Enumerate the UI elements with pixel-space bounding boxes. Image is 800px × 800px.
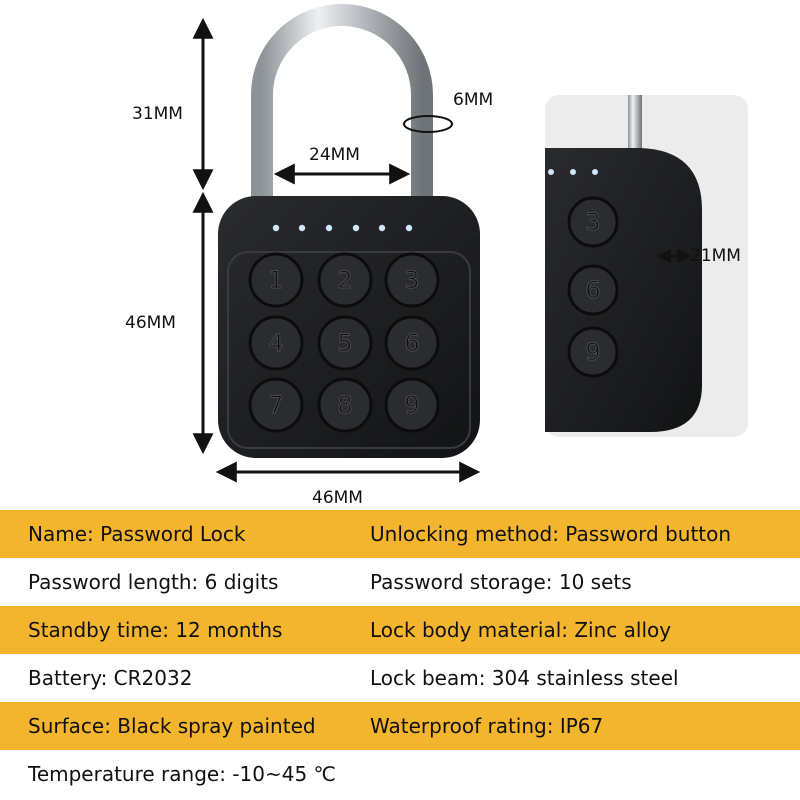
led-dot xyxy=(592,169,598,175)
spec-right: Lock beam: 304 stainless steel xyxy=(370,666,679,690)
spec-row: Battery: CR2032 Lock beam: 304 stainless… xyxy=(0,654,800,702)
svg-text:7: 7 xyxy=(268,391,283,419)
spec-right: Password storage: 10 sets xyxy=(370,570,632,594)
spec-row: Password length: 6 digits Password stora… xyxy=(0,558,800,606)
dim-body-height: 46MM xyxy=(125,313,176,333)
svg-text:3: 3 xyxy=(585,208,600,236)
spec-left: Standby time: 12 months xyxy=(28,618,283,642)
svg-text:1: 1 xyxy=(268,266,283,294)
led-dot xyxy=(352,224,360,232)
spec-right: Unlocking method: Password button xyxy=(370,522,732,546)
led-dot xyxy=(298,224,306,232)
dim-shackle-height: 31MM xyxy=(132,104,183,124)
spec-left: Temperature range: -10~45 ℃ xyxy=(28,762,336,786)
svg-text:8: 8 xyxy=(337,391,352,419)
key-5[interactable]: 5 xyxy=(317,315,373,371)
svg-text:6: 6 xyxy=(404,329,419,357)
led-dot xyxy=(405,224,413,232)
key-3[interactable]: 3 xyxy=(384,252,440,308)
dim-shackle-diameter: 6MM xyxy=(453,90,494,110)
key-7[interactable]: 7 xyxy=(248,377,304,433)
key-2[interactable]: 2 xyxy=(317,252,373,308)
spec-right: Lock body material: Zinc alloy xyxy=(370,618,672,642)
dim-body-thickness: 21MM xyxy=(690,246,741,266)
key-4[interactable]: 4 xyxy=(248,315,304,371)
key-8[interactable]: 8 xyxy=(317,377,373,433)
svg-text:9: 9 xyxy=(585,338,600,366)
side-led-indicators xyxy=(548,169,598,175)
spec-right: Waterproof rating: IP67 xyxy=(370,714,604,738)
led-dot xyxy=(570,169,576,175)
side-keypad: 3 6 9 xyxy=(567,196,619,378)
svg-text:4: 4 xyxy=(268,329,283,357)
arrow-shackle-diameter xyxy=(403,115,453,133)
svg-text:6: 6 xyxy=(585,276,600,304)
spec-left: Battery: CR2032 xyxy=(28,666,193,690)
spec-row: Name: Password Lock Unlocking method: Pa… xyxy=(0,510,800,558)
spec-left: Password length: 6 digits xyxy=(28,570,279,594)
key-6[interactable]: 6 xyxy=(384,315,440,371)
svg-text:5: 5 xyxy=(337,329,352,357)
shackle xyxy=(251,4,433,215)
svg-text:9: 9 xyxy=(404,391,419,419)
spec-left: Surface: Black spray painted xyxy=(28,714,316,738)
led-dot xyxy=(378,224,386,232)
product-figure: 1 2 3 4 5 6 7 8 9 3 6 9 31MM 6MM 24MM 46MM 46MM 21… xyxy=(125,4,748,508)
dim-shackle-width: 24MM xyxy=(309,145,360,165)
padlock-illustration: 1 2 3 4 5 6 7 8 9 3 6 9 xyxy=(192,4,748,483)
svg-text:2: 2 xyxy=(337,266,352,294)
key-6[interactable]: 6 xyxy=(567,264,619,316)
key-3[interactable]: 3 xyxy=(567,196,619,248)
led-dot xyxy=(272,224,280,232)
dim-body-width: 46MM xyxy=(312,488,363,508)
key-1[interactable]: 1 xyxy=(248,252,304,308)
led-dot xyxy=(325,224,333,232)
front-keypad: 1 2 3 4 5 6 7 8 9 xyxy=(248,252,440,433)
svg-text:3: 3 xyxy=(404,266,419,294)
key-9[interactable]: 9 xyxy=(567,326,619,378)
spec-left: Name: Password Lock xyxy=(28,522,246,546)
spec-row: Temperature range: -10~45 ℃ xyxy=(0,750,800,798)
led-dot xyxy=(548,169,554,175)
spec-row: Surface: Black spray painted Waterproof … xyxy=(0,702,800,750)
key-9[interactable]: 9 xyxy=(384,377,440,433)
led-indicators xyxy=(272,224,413,232)
spec-row: Standby time: 12 months Lock body materi… xyxy=(0,606,800,654)
